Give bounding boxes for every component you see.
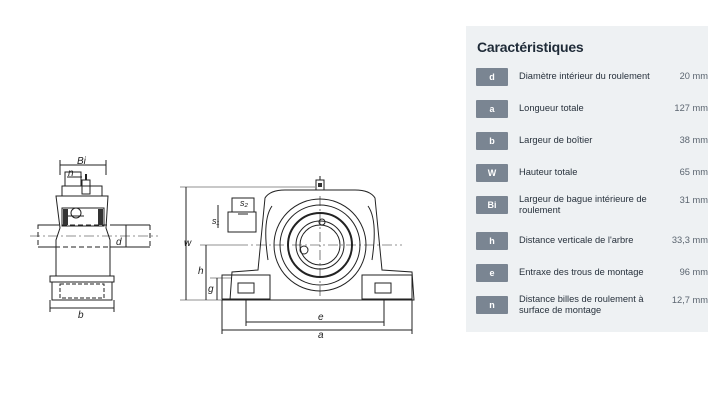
dim-label-g: g [208,284,214,295]
spec-badge: d [476,68,508,86]
spec-value: 65 mm [679,167,708,177]
spec-row-bi: Bi Largeur de bague intérieure de roulem… [476,193,708,219]
dim-label-b: b [78,310,84,321]
dim-label-s1: s₁ [212,216,220,226]
spec-label: Distance verticale de l'arbre [519,235,634,245]
spec-row-w: W Hauteur totale 65 mm [476,161,708,187]
spec-label: Diamètre intérieur du roulement [519,71,650,81]
spec-badge: e [476,264,508,282]
spec-row-a: a Longueur totale 127 mm [476,97,708,123]
spec-badge: b [476,132,508,150]
spec-label: Hauteur totale [519,167,578,177]
spec-row-b: b Largeur de boîtier 38 mm [476,129,708,155]
spec-label: Entraxe des trous de montage [519,267,644,277]
spec-badge: n [476,296,508,314]
spec-value: 127 mm [674,103,708,113]
spec-row-n: n Distance billes de roulement à surface… [476,293,708,319]
pillow-block-drawing: Bi n d b s₂ s₁ w h g e a [30,156,415,341]
dim-label-d: d [116,237,122,248]
spec-value: 12,7 mm [671,295,708,305]
spec-value: 20 mm [679,71,708,81]
spec-badge: W [476,164,508,182]
spec-value: 33,3 mm [671,235,708,245]
panel-title: Caractéristiques [477,39,584,55]
specifications-panel: Caractéristiques d Diamètre intérieur du… [466,26,708,332]
dim-label-h: h [198,266,204,277]
spec-value: 31 mm [679,195,708,205]
dim-label-w: w [184,238,192,249]
spec-badge: h [476,232,508,250]
dim-label-s2: s₂ [240,198,249,208]
dim-label-bi: Bi [77,156,87,167]
spec-badge: Bi [476,196,508,214]
spec-label: Largeur de boîtier [519,135,593,145]
spec-label: Longueur totale [519,103,584,113]
spec-row-e: e Entraxe des trous de montage 96 mm [476,261,708,287]
dim-label-n: n [68,168,74,179]
spec-value: 96 mm [679,267,708,277]
spec-badge: a [476,100,508,118]
spec-label: Distance billes de roulement à surface d… [519,294,644,315]
spec-value: 38 mm [679,135,708,145]
spec-row-h: h Distance verticale de l'arbre 33,3 mm [476,229,708,255]
spec-row-d: d Diamètre intérieur du roulement 20 mm [476,65,708,91]
technical-drawing: Bi n d b s₂ s₁ w h g e a [30,156,415,341]
dim-label-e: e [318,312,324,323]
dim-label-a: a [318,330,324,341]
spec-label: Largeur de bague intérieure de roulement [519,194,647,215]
